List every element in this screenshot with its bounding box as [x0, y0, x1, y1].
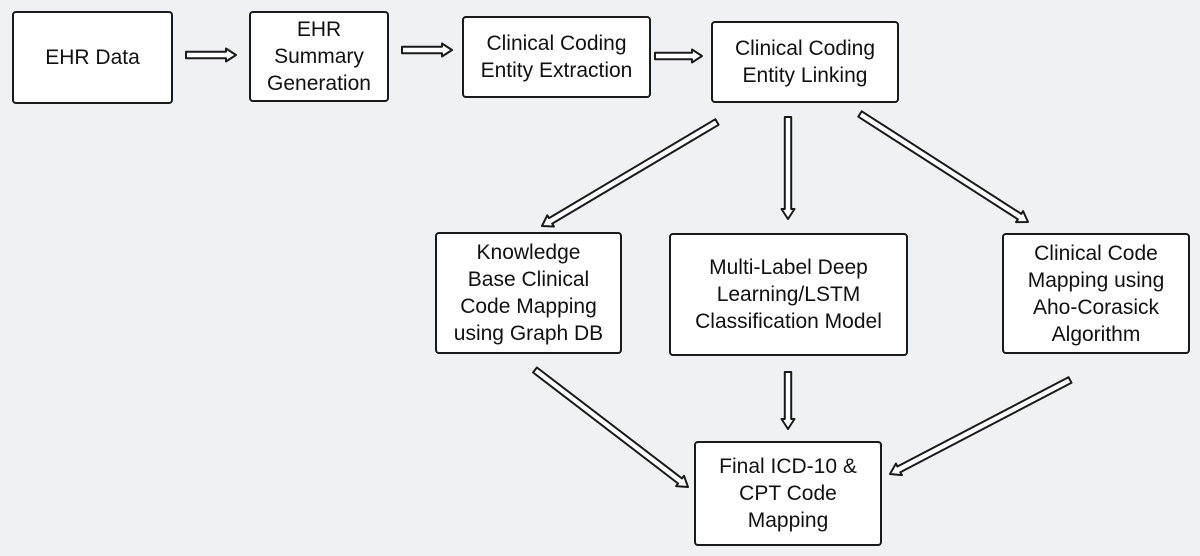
node-final-mapping: Final ICD-10 & CPT Code Mapping	[694, 441, 882, 546]
node-ehr-data: EHR Data	[12, 11, 173, 104]
node-aho-corasick: Clinical Code Mapping using Aho-Corasick…	[1002, 233, 1190, 354]
node-entity-linking: Clinical Coding Entity Linking	[711, 21, 899, 103]
arrow-linking-to-lstm	[780, 116, 796, 220]
node-entity-extraction: Clinical Coding Entity Extraction	[462, 16, 651, 98]
node-summary-generation: EHR Summary Generation	[249, 11, 389, 102]
arrow-kb-to-final	[532, 366, 689, 488]
arrow-ehr-to-summary	[185, 47, 237, 63]
arrow-lstm-to-final	[780, 371, 796, 430]
arrow-linking-to-kb	[541, 118, 720, 228]
node-lstm-model: Multi-Label Deep Learning/LSTM Classific…	[669, 233, 908, 356]
node-knowledge-base: Knowledge Base Clinical Code Mapping usi…	[435, 232, 622, 354]
arrow-aho-to-final	[889, 376, 1073, 477]
arrow-summary-to-extraction	[401, 42, 453, 58]
arrow-extraction-to-linking	[654, 48, 703, 64]
arrow-linking-to-aho	[857, 110, 1029, 224]
